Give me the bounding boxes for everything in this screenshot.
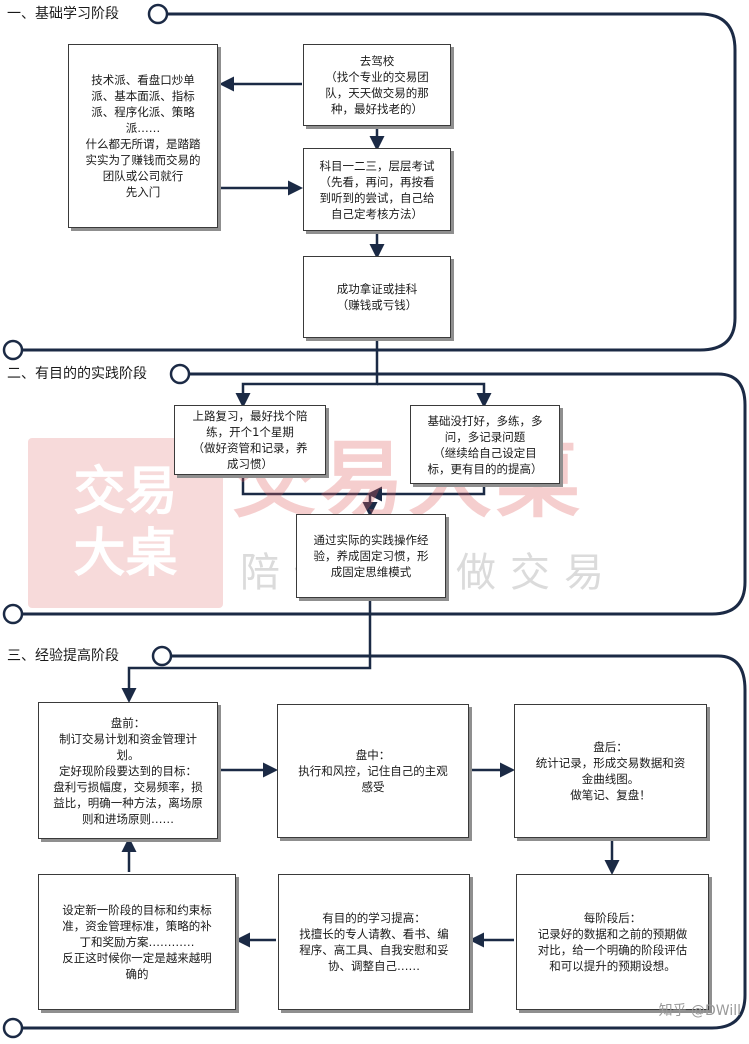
box-new-stage: 设定新一阶段的目标和约束标 准，资金管理标准，策略的补 丁和奖励方案………… 反… xyxy=(38,874,236,1010)
arrow-license-to-review xyxy=(235,338,379,408)
box-review: 上路复习，最好找个陪 练，开个1个星期 （做好资管和记录，养 成习惯） xyxy=(174,405,326,475)
box-basics: 基础没打好，多练，多 问，多记录问题 （继续给自己设定目 标，更有目的的提高） xyxy=(410,405,560,484)
box-practice-text: 通过实际的实践操作经 验，养成固定习惯，形 成固定思维模式 xyxy=(313,533,429,579)
box-driving-school: 去驾校 （找个专业的交易团 队，天天做交易的那 种，最好找老的） xyxy=(303,44,451,126)
arrow-license-to-basics xyxy=(377,382,492,408)
box-license-text: 成功拿证或挂科 （赚钱或亏钱） xyxy=(336,282,418,312)
box-intraday-text: 盘中： 执行和风控，记住自己的主观 感受 xyxy=(298,748,448,794)
box-practice: 通过实际的实践操作经 验，养成固定习惯，形 成固定思维模式 xyxy=(296,514,446,598)
box-trading-schools: 技术派、看盘口炒单 派、基本面派、指标 派、程序化派、策略 派…… 什么都无所谓… xyxy=(68,44,218,228)
box-each-stage-text: 每阶段后： 记录好的数据和之前的预期做 对比，给一个明确的阶段评估 和可以提升的… xyxy=(537,911,688,973)
box-learning-text: 有目的的学习提高： 找擅长的专人请教、看书、编 程序、高工具、自我安慰和妥 协、… xyxy=(299,911,449,973)
stage3-start-node xyxy=(151,645,173,667)
box-basics-text: 基础没打好，多练，多 问，多记录问题 （继续给自己设定目 标，更有目的的提高） xyxy=(427,413,543,476)
box-license: 成功拿证或挂科 （赚钱或亏钱） xyxy=(303,256,451,338)
stage2-label: 二、有目的的实践阶段 xyxy=(4,365,150,383)
stage2-end-node xyxy=(2,603,24,625)
stage1-label: 一、基础学习阶段 xyxy=(4,5,122,23)
stage3-loop-line xyxy=(22,654,747,1030)
box-trading-schools-text: 技术派、看盘口炒单 派、基本面派、指标 派、程序化派、策略 派…… 什么都无所谓… xyxy=(85,73,201,199)
stage2-loop-line xyxy=(22,372,747,616)
box-each-stage: 每阶段后： 记录好的数据和之前的预期做 对比，给一个明确的阶段评估 和可以提升的… xyxy=(516,874,709,1010)
box-new-stage-text: 设定新一阶段的目标和约束标 准，资金管理标准，策略的补 丁和奖励方案………… 反… xyxy=(62,903,212,981)
box-exams-text: 科目一二三，层层考试 （先看，再问，再按看 到听到的尝试，自己给 自己定考核方法… xyxy=(319,158,435,221)
stage2-start-node xyxy=(169,363,191,385)
box-review-text: 上路复习，最好找个陪 练，开个1个星期 （做好资管和记录，养 成习惯） xyxy=(192,409,308,471)
stage3-end-node xyxy=(2,1017,24,1039)
box-pre-market: 盘前： 制订交易计划和资金管理计 划。 定好现阶段要达到的目标： 盘利亏损幅度，… xyxy=(38,702,218,839)
stage1-start-node xyxy=(147,3,169,25)
box-learning: 有目的的学习提高： 找擅长的专人请教、看书、编 程序、高工具、自我安慰和妥 协、… xyxy=(278,874,470,1010)
stage1-loop-line xyxy=(22,12,737,352)
stage1-end-node xyxy=(2,339,24,361)
arrow-basics-to-practice xyxy=(367,484,486,502)
stage3-label: 三、经验提高阶段 xyxy=(4,647,122,665)
box-pre-market-text: 盘前： 制订交易计划和资金管理计 划。 定好现阶段要达到的目标： 盘利亏损幅度，… xyxy=(53,715,203,826)
arrow-practice-to-premarket xyxy=(121,598,372,703)
box-driving-school-text: 去驾校 （找个专业的交易团 队，天天做交易的那 种，最好找老的） xyxy=(325,54,429,116)
arrow-review-to-practice xyxy=(241,470,378,517)
box-intraday: 盘中： 执行和风控，记住自己的主观 感受 xyxy=(277,704,469,838)
box-post-market-text: 盘后： 统计记录，形成交易数据和资 金曲线图。 做笔记、复盘！ xyxy=(535,740,686,802)
box-post-market: 盘后： 统计记录，形成交易数据和资 金曲线图。 做笔记、复盘！ xyxy=(514,704,707,838)
box-exams: 科目一二三，层层考试 （先看，再问，再按看 到听到的尝试，自己给 自己定考核方法… xyxy=(303,148,451,231)
author-credit: 知乎 @DWill xyxy=(658,1003,741,1019)
